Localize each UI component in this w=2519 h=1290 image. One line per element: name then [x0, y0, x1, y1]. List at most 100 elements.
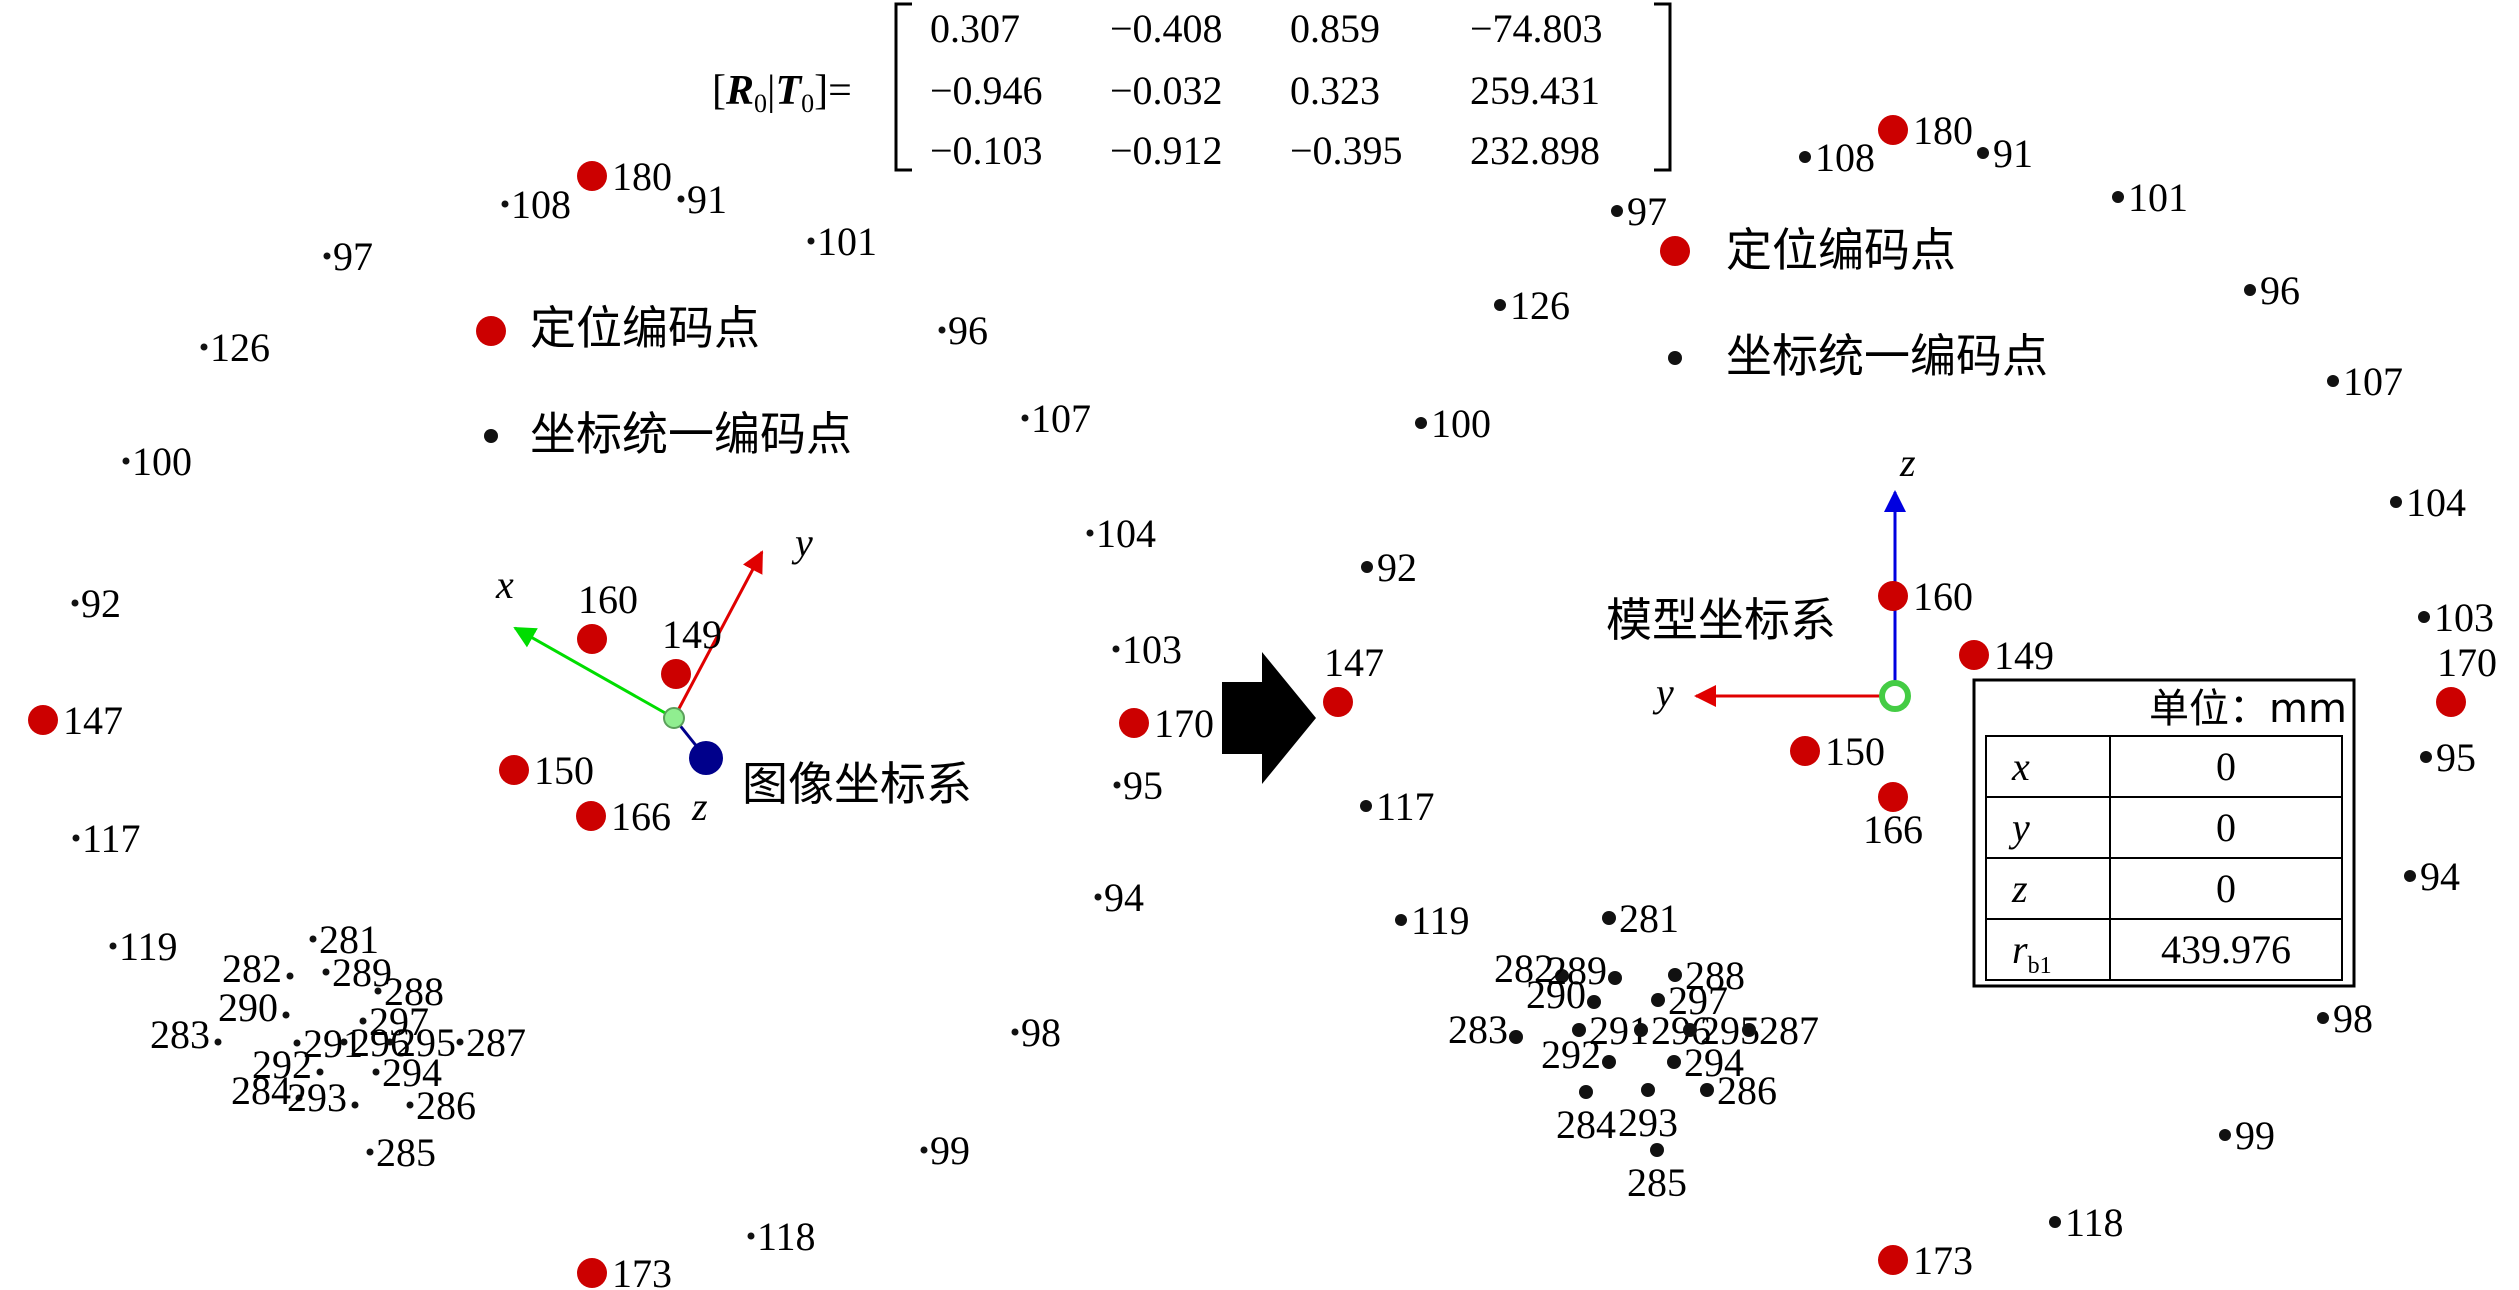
left-legend: 定位编码点 坐标统一编码点 [476, 301, 852, 461]
unified-point [1602, 1055, 1616, 1069]
unified-point [316, 1068, 324, 1076]
legend-unified-marker [484, 429, 498, 443]
unified-point [323, 252, 331, 260]
point-label: 91 [687, 177, 727, 222]
matrix-cell: −0.912 [1110, 128, 1223, 173]
unified-point [1668, 968, 1682, 982]
unified-point [406, 1101, 414, 1109]
unified-point [1700, 1083, 1714, 1097]
point-label: 149 [1994, 633, 2054, 678]
unified-point [1650, 1143, 1664, 1157]
point-label: 97 [1627, 189, 1667, 234]
point-label: 292 [252, 1042, 312, 1087]
point-label: 107 [1031, 396, 1091, 441]
unified-point [1977, 147, 1989, 159]
point-label: 292 [1541, 1032, 1601, 1077]
point-label: 160 [1913, 574, 1973, 619]
point-label: 149 [662, 612, 722, 657]
point-label: 173 [612, 1251, 672, 1290]
matrix-cell: −0.395 [1290, 128, 1403, 173]
unified-point [351, 1101, 359, 1109]
unified-point [501, 200, 509, 208]
unified-point [1086, 529, 1094, 537]
point-label: 117 [82, 816, 141, 861]
unified-point [1395, 914, 1407, 926]
unified-point [1415, 417, 1427, 429]
unified-point [1555, 969, 1569, 983]
matrix-cell: 0.859 [1290, 6, 1380, 51]
point-label: 95 [2436, 735, 2476, 780]
positioning-point [577, 624, 607, 654]
point-label: 284 [231, 1068, 291, 1113]
point-label: 283 [150, 1012, 210, 1057]
positioning-point [1959, 640, 1989, 670]
unified-point [282, 1011, 290, 1019]
image-z-endpoint [689, 741, 723, 775]
point-label: 283 [1448, 1007, 1508, 1052]
unit-table-value: 0 [2216, 744, 2236, 789]
legend-unified-marker-right [1668, 351, 1682, 365]
positioning-point [661, 659, 691, 689]
model-frame-title: 模型坐标系 [1606, 593, 1836, 647]
unit-table-border [1972, 678, 2356, 988]
point-label: 108 [511, 182, 571, 227]
point-label: 293 [287, 1075, 347, 1120]
positioning-point [28, 705, 58, 735]
unified-point [386, 1038, 394, 1046]
unified-point [109, 942, 117, 950]
unified-point [747, 1232, 755, 1240]
point-label: 287 [466, 1020, 526, 1065]
point-label: 290 [218, 985, 278, 1030]
legend-unified-label-right: 坐标统一编码点 [1726, 329, 2048, 383]
unified-point [366, 1148, 374, 1156]
point-label: 104 [1096, 511, 1156, 556]
point-label: 94 [1104, 875, 1144, 920]
unified-point [1509, 1030, 1523, 1044]
point-label: 282 [1494, 946, 1554, 991]
point-label: 150 [534, 748, 594, 793]
positioning-point [1878, 115, 1908, 145]
unified-point [920, 1146, 928, 1154]
unit-table-value: 439.976 [2161, 927, 2291, 972]
point-label: 180 [612, 154, 672, 199]
unified-point [2418, 611, 2430, 623]
unified-point [1360, 800, 1372, 812]
positioning-point [576, 801, 606, 831]
unified-point [1587, 995, 1601, 1009]
point-label: 119 [1411, 898, 1470, 943]
positioning-point [1878, 1245, 1908, 1275]
point-label: 103 [2434, 595, 2494, 640]
matrix-cell: 232.898 [1470, 128, 1600, 173]
point-label: 92 [1377, 545, 1417, 590]
unified-point [122, 457, 130, 465]
unified-point [1634, 1023, 1648, 1037]
legend-positioning-marker [476, 316, 506, 346]
matrix-cell: 0.323 [1290, 68, 1380, 113]
point-label: 101 [2128, 175, 2188, 220]
point-label: 94 [2420, 854, 2460, 899]
matrix-left-bracket [894, 2, 912, 172]
image-coordinate-frame: x y z 图像坐标系 [495, 520, 972, 829]
point-label: 99 [2235, 1113, 2275, 1158]
point-label: 166 [1863, 807, 1923, 852]
unified-point [1602, 911, 1616, 925]
unit-table-row [1985, 918, 2343, 981]
point-label: 288 [1685, 953, 1745, 998]
unified-point [1641, 1083, 1655, 1097]
unified-point [2244, 284, 2256, 296]
unified-point [1611, 205, 1623, 217]
point-label: 99 [930, 1128, 970, 1173]
unified-point [938, 326, 946, 334]
point-label: 295 [396, 1020, 456, 1065]
unified-point [1579, 1085, 1593, 1099]
positioning-point [1323, 687, 1353, 717]
matrix-label: [R0|T0]= [712, 68, 852, 118]
point-label: 297 [369, 999, 429, 1044]
point-label: 288 [384, 969, 444, 1014]
point-label: 294 [1684, 1040, 1744, 1085]
point-label: 107 [2343, 359, 2403, 404]
